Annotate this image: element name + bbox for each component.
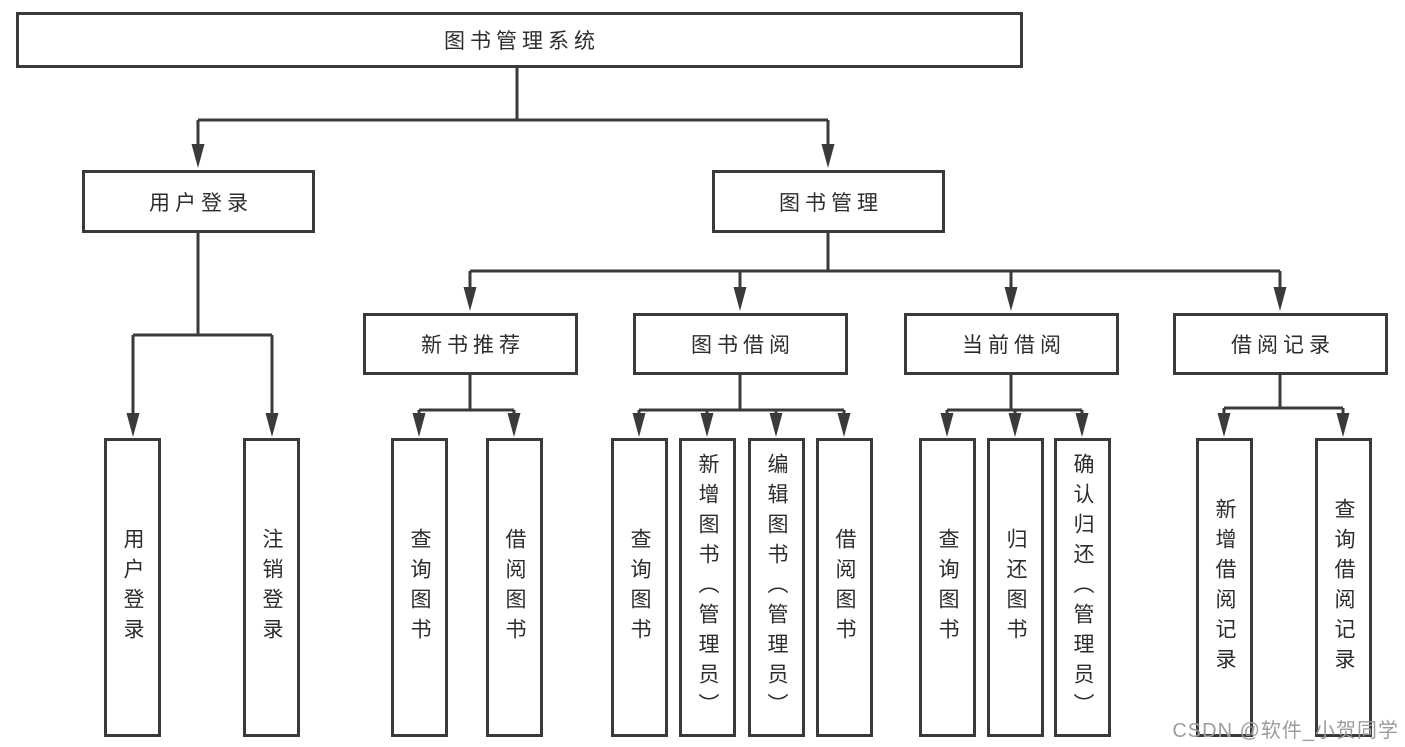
csdn-watermark: CSDN @软件_小贺同学 (1172, 720, 1399, 742)
leaf-user-login: 用户登录 (104, 438, 161, 737)
node-user-login: 用户登录 (82, 170, 315, 233)
leaf-borrow-books: 借阅图书 (816, 438, 873, 737)
leaf-confirm-return-admin: 确认归还（管理员） (1054, 438, 1111, 737)
node-book-management: 图书管理 (712, 170, 945, 233)
leaf-query-books-borrow: 查询图书 (611, 438, 668, 737)
leaf-add-books-admin: 新增图书（管理员） (679, 438, 736, 737)
leaf-borrow-books-recommend: 借阅图书 (486, 438, 543, 737)
node-current-borrowing: 当前借阅 (904, 313, 1119, 375)
node-borrowing-records: 借阅记录 (1173, 313, 1388, 375)
leaf-logout: 注销登录 (243, 438, 300, 737)
node-new-book-recommendation: 新书推荐 (363, 313, 578, 375)
node-book-borrowing: 图书借阅 (633, 313, 848, 375)
leaf-edit-books-admin: 编辑图书（管理员） (748, 438, 805, 737)
leaf-add-borrow-record: 新增借阅记录 (1196, 438, 1253, 737)
leaf-query-books-current: 查询图书 (919, 438, 976, 737)
leaf-query-borrow-record: 查询借阅记录 (1315, 438, 1372, 737)
node-library-management-system: 图书管理系统 (16, 12, 1023, 68)
leaf-query-books-recommend: 查询图书 (391, 438, 448, 737)
leaf-return-books: 归还图书 (987, 438, 1044, 737)
